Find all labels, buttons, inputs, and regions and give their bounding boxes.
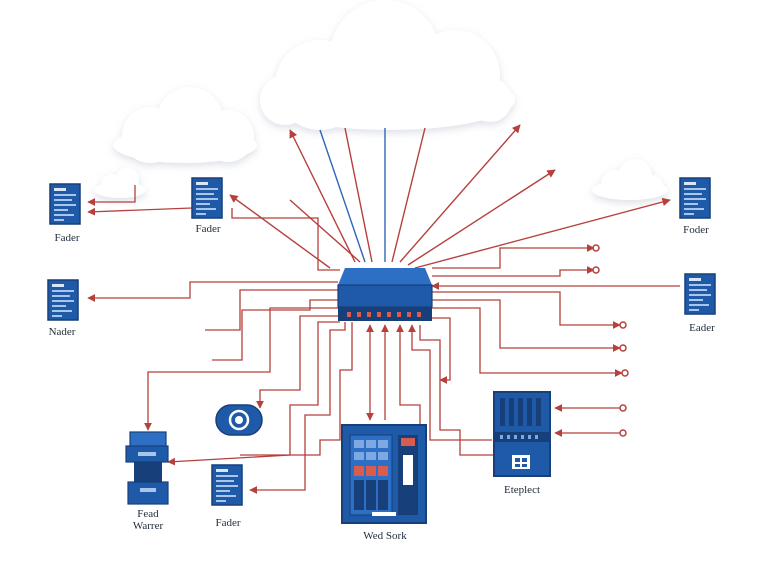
- server-rack-icon: [341, 424, 427, 524]
- label-file-mid-right: Eader: [689, 322, 715, 334]
- label-web-server: Wed Sork: [363, 530, 407, 542]
- label-file-top-left: Fader: [54, 232, 80, 244]
- label-file-top-center: Fader: [195, 223, 221, 235]
- terminal-dots: [592, 244, 629, 437]
- cloud-small-left: [94, 168, 146, 198]
- label-router: Fead Warrer: [132, 508, 164, 532]
- label-file-top-right: Foder: [683, 224, 709, 236]
- firewall-icon: [493, 391, 551, 477]
- connections-up: [229, 124, 671, 269]
- document-icon: [191, 177, 223, 219]
- cloud-small-right: [592, 159, 668, 200]
- label-file-bottom: Fader: [215, 517, 241, 529]
- document-icon: [49, 183, 81, 225]
- router-icon: [125, 431, 169, 505]
- label-file-mid-left: Nader: [48, 326, 76, 338]
- document-icon: [684, 273, 716, 315]
- switch-icon: [337, 268, 433, 321]
- label-firewall: Eteplect: [503, 484, 541, 496]
- network-hub-icon: [215, 404, 263, 436]
- document-icon: [47, 279, 79, 321]
- document-icon: [211, 464, 243, 506]
- cloud-large: [260, 0, 515, 130]
- document-icon: [679, 177, 711, 219]
- connections-orthogonal: [87, 185, 680, 494]
- cloud-medium: [113, 87, 257, 163]
